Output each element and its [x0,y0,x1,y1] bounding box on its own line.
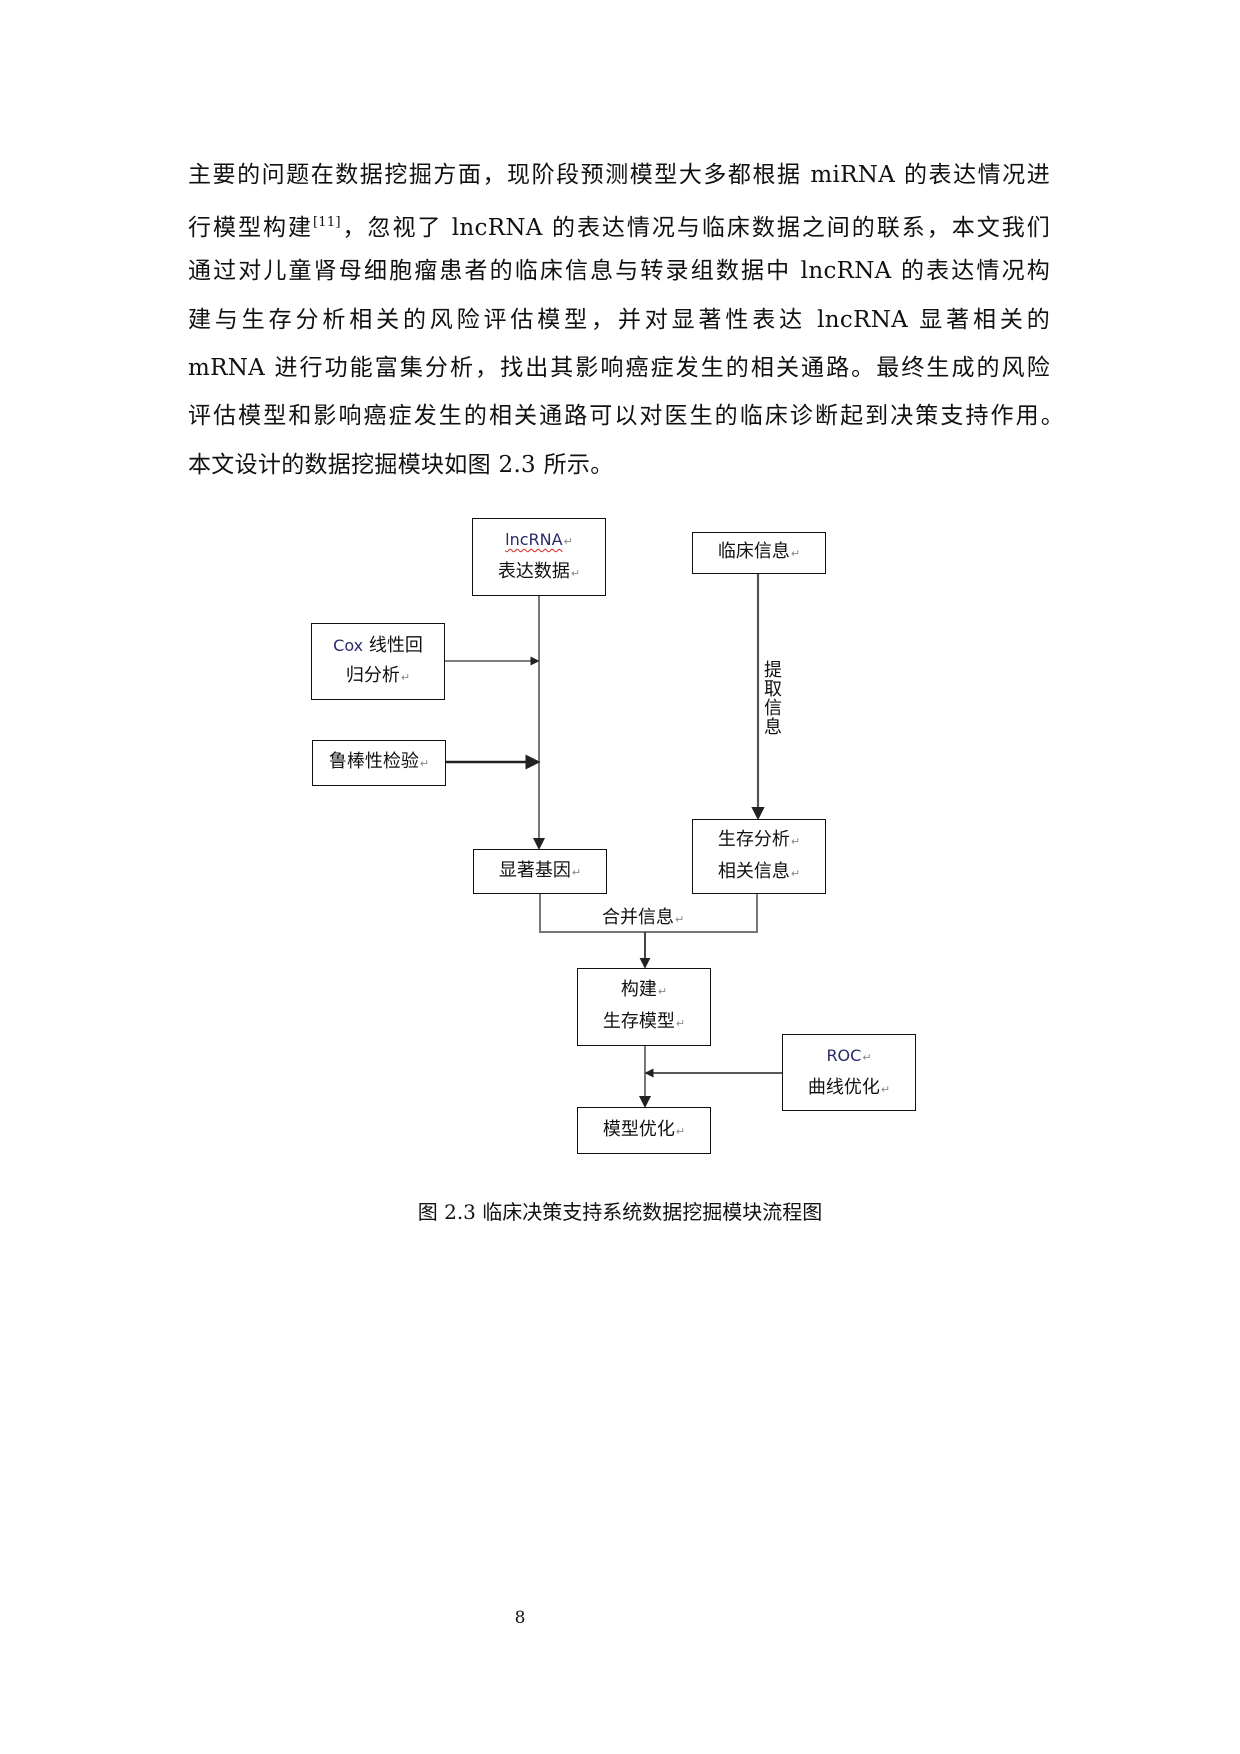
paragraph-mark: ↵ [675,1124,686,1138]
paragraph-mark: ↵ [571,865,582,879]
paragraph-mark: ↵ [570,567,581,580]
body-line-7: 本文设计的数据挖掘模块如图 2.3 所示。 [188,452,614,478]
paragraph-mark: ↵ [563,535,573,548]
node-roc-label-2: 曲线优化 [807,1076,880,1098]
paragraph-mark: ↵ [419,757,430,770]
paragraph-mark: ↵ [675,913,685,926]
node-roc-label-1: ROC [826,1045,862,1065]
paragraph-mark: ↵ [880,1082,891,1096]
node-sig-genes-label: 显著基因 [498,859,571,881]
node-lncrna-expression: lncRNA↵ 表达数据↵ [472,518,606,596]
paragraph-mark: ↵ [657,985,668,998]
body-line-6: 评估模型和影响癌症发生的相关通路可以对医生的临床诊断起到决策支持作用。 [188,403,1064,429]
paragraph-mark: ↵ [790,834,801,848]
paragraph-mark: ↵ [790,547,801,560]
node-cox-label-latin: Cox [333,635,364,655]
body-line-4: 建与生存分析相关的风险评估模型，并对显著性表达 lncRNA 显著相关的 [188,307,1050,333]
paragraph-mark: ↵ [675,1017,686,1030]
node-build-label-1: 构建 [620,979,657,1000]
body-line-2: 行模型构建[11]，忽视了 lncRNA 的表达情况与临床数据之间的联系，本文我… [188,208,1051,241]
body-line-2-start: 行模型构建 [188,215,313,241]
paragraph-mark: ↵ [862,1050,872,1064]
merge-label-text: 合并信息 [602,907,674,928]
node-survival-label-1: 生存分析 [717,828,790,850]
paragraph-mark: ↵ [400,670,411,684]
paragraph-mark: ↵ [790,866,801,880]
page-number: 8 [514,1608,526,1628]
node-build-label-2: 生存模型 [602,1011,675,1032]
node-cox-label-2: 归分析 [345,664,400,686]
node-robust-label: 鲁棒性检验 [328,751,419,772]
node-clinical-info: 临床信息↵ [692,532,826,574]
node-model-optimization: 模型优化↵ [577,1107,711,1154]
node-cox-label-1: 线性回 [363,634,423,656]
body-line-1: 主要的问题在数据挖掘方面，现阶段预测模型大多都根据 miRNA 的表达情况进 [188,162,1050,188]
node-significant-genes: 显著基因↵ [473,849,607,894]
figure-caption: 图 2.3 临床决策支持系统数据挖掘模块流程图 [417,1200,823,1224]
citation-ref[interactable]: [11] [312,215,341,230]
body-line-5: mRNA 进行功能富集分析，找出其影响癌症发生的相关通路。最终生成的风险 [188,355,1050,381]
edge-label-merge-info: 合并信息↵ [602,903,684,929]
node-robustness-test: 鲁棒性检验↵ [312,740,446,786]
node-lncrna-label-2: 表达数据 [497,561,570,582]
node-survival-analysis-info: 生存分析↵ 相关信息↵ [692,819,826,894]
node-cox-regression: Cox 线性回 归分析↵ [311,623,445,700]
node-optimize-label: 模型优化 [602,1118,675,1140]
node-survival-label-2: 相关信息 [717,860,790,882]
edge-label-extract-info: 提取信息 [761,660,782,736]
edge-merge [539,893,758,933]
node-clinical-label: 临床信息 [717,541,790,562]
node-roc-optimization: ROC↵ 曲线优化↵ [782,1034,916,1111]
body-line-3: 通过对儿童肾母细胞瘤患者的临床信息与转录组数据中 lncRNA 的表达情况构 [188,258,1050,284]
node-lncrna-label-1: lncRNA [505,530,563,549]
body-line-2-end: ，忽视了 lncRNA 的表达情况与临床数据之间的联系，本文我们 [340,215,1051,241]
node-build-survival-model: 构建↵ 生存模型↵ [577,968,711,1046]
